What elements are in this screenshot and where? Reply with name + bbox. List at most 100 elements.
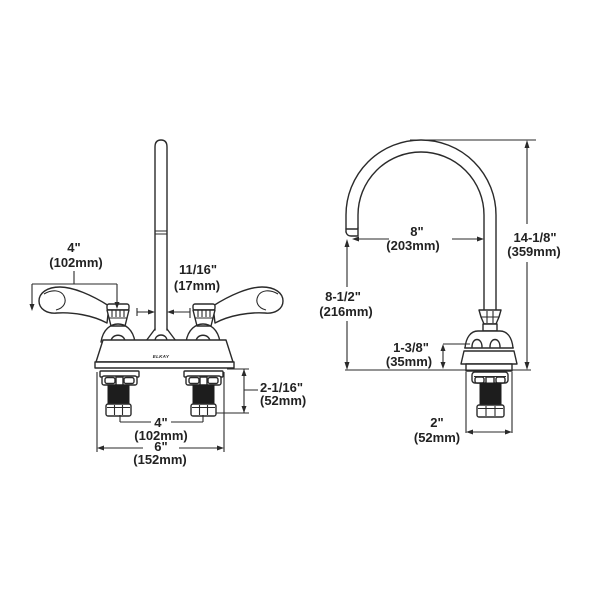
right-flange-slot-a [188, 376, 200, 385]
dim-overall-height: 14-1/8" (359mm) [410, 139, 561, 370]
left-handle [38, 286, 136, 343]
front-dimensions: 4" (102mm) 11/16" (17mm) 2-1/16" (52mm) … [29, 240, 306, 467]
dim-spout-od-mm: (17mm) [174, 278, 220, 293]
arrowhead [440, 362, 446, 369]
right-handle-blade [212, 286, 284, 324]
dim-hole-centers: 4" (102mm) [119, 415, 204, 443]
dim-shank-depth-mm: (52mm) [260, 393, 306, 408]
side-mounting-nut [476, 404, 505, 418]
dim-shank-depth-lines [216, 368, 258, 414]
dim-spout-height-mm: (216mm) [319, 304, 372, 319]
brand-logo: ELKAY [153, 354, 170, 359]
arrowhead [217, 445, 224, 451]
arrowhead [344, 362, 350, 370]
arrowhead [466, 429, 473, 435]
arrowhead [352, 236, 359, 242]
arrowhead [477, 236, 484, 242]
base-band [465, 363, 513, 372]
dim-base-width: 2" (52mm) [414, 372, 513, 445]
dim-spout-od-lines [136, 308, 191, 318]
dim-hole-centers-lines [119, 415, 204, 423]
dim-hole-centers-mm: (102mm) [134, 428, 187, 443]
dim-handle-length-lines [31, 271, 118, 305]
arrowhead [344, 239, 350, 247]
right-nut-facets [192, 405, 215, 415]
dim-overall-width: 6" (152mm) [96, 372, 225, 467]
arrowhead [148, 309, 155, 315]
left-handle-blade-detail [43, 290, 66, 311]
base-dome-arch-b [489, 338, 501, 348]
right-mounting-nut [190, 403, 217, 417]
dim-shank-depth: 2-1/16" (52mm) [216, 368, 306, 414]
side-flange-slot-a [474, 376, 485, 384]
dim-spout-height: 8-1/2" (216mm) [319, 239, 373, 370]
arrowhead [97, 445, 104, 451]
dim-spout-height-in: 8-1/2" [325, 289, 361, 304]
right-valve-dome [185, 323, 221, 343]
arrowhead [167, 309, 174, 315]
dim-spout-reach-in: 8" [410, 224, 423, 239]
left-nut-facets [107, 405, 130, 415]
front-spout-tube [154, 139, 168, 331]
base-dome [464, 330, 514, 349]
dim-base-height-lines [442, 343, 470, 364]
dim-base-height-in: 1-3/8" [393, 340, 429, 355]
dim-handle-length-mm: (102mm) [49, 255, 102, 270]
left-mounting-nut [105, 403, 132, 417]
dim-spout-reach: 8" (203mm) [352, 224, 484, 253]
right-shank-assembly [183, 370, 224, 417]
dim-overall-height-in: 14-1/8" [513, 230, 556, 245]
left-handle-blade [38, 286, 110, 324]
right-handle-cap [192, 303, 216, 311]
dim-base-height-mm: (35mm) [386, 354, 432, 369]
side-dimensions: 8" (203mm) 14-1/8" (359mm) 8-1/2" (216mm… [319, 139, 561, 445]
left-handle-knurls [109, 310, 127, 319]
coupling-collar [482, 323, 498, 332]
arrowhead [29, 304, 35, 311]
right-handle-knurls [195, 310, 213, 319]
dim-overall-height-lines [410, 139, 536, 364]
arrowhead [241, 406, 247, 413]
arrowhead [524, 140, 530, 148]
right-handle-blade-detail [256, 290, 279, 311]
dim-overall-height-mm: (359mm) [507, 244, 560, 259]
spout-outlet-tip [345, 227, 359, 237]
front-spout-joint [155, 230, 167, 235]
front-spout-base-arch [154, 334, 168, 342]
side-nut-facets [478, 406, 503, 416]
arrowhead [524, 362, 530, 370]
dim-overall-width-lines [96, 372, 225, 452]
base-cone [460, 350, 518, 365]
right-threaded-shank [192, 384, 215, 406]
dim-handle-length: 4" (102mm) [29, 240, 120, 311]
front-spout-base [145, 328, 177, 342]
arrowhead [241, 369, 247, 376]
left-flange-slot-b [123, 376, 135, 385]
side-threaded-shank [479, 382, 502, 406]
arrowhead [114, 302, 120, 309]
front-view: ELKAY [38, 139, 284, 417]
right-flange-tab [199, 376, 208, 386]
arrowhead [440, 344, 446, 351]
dim-hole-centers-in: 4" [154, 415, 167, 430]
gooseneck-inner [357, 151, 485, 311]
dim-base-width-lines [465, 372, 513, 433]
left-threaded-shank [107, 384, 130, 406]
dim-overall-width-mm: (152mm) [133, 452, 186, 467]
dim-base-width-in: 2" [430, 415, 443, 430]
dim-spout-od-in: 11/16" [179, 262, 217, 277]
left-shank-assembly [99, 370, 140, 417]
deck-base-band [94, 361, 235, 369]
left-flange-slot-a [104, 376, 116, 385]
dim-base-height: 1-3/8" (35mm) [386, 340, 470, 369]
right-handle [185, 286, 284, 343]
coupling-nut-facets [481, 311, 499, 323]
arrowhead [505, 429, 512, 435]
left-valve-dome [100, 323, 136, 343]
side-view [345, 139, 518, 418]
dim-handle-length-in: 4" [67, 240, 80, 255]
dim-base-width-mm: (52mm) [414, 430, 460, 445]
dim-spout-od: 11/16" (17mm) [136, 262, 220, 318]
